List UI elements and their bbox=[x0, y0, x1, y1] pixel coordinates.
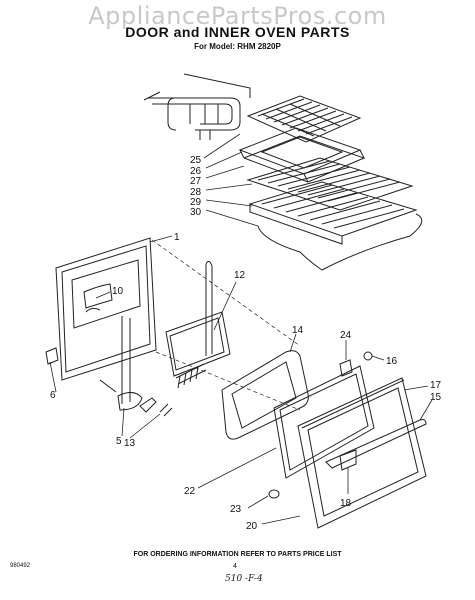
label-part-16: 16 bbox=[386, 356, 398, 367]
alignment-line-top bbox=[151, 239, 301, 347]
inner-door-panel bbox=[55, 237, 157, 381]
bracket-left bbox=[45, 347, 59, 365]
page-number: 4 bbox=[233, 563, 237, 570]
leader-10 bbox=[95, 291, 111, 299]
handwritten-note: 510 -F-4 bbox=[225, 574, 263, 584]
clip-24 bbox=[339, 359, 353, 377]
leader-22 bbox=[197, 447, 277, 489]
door-spring bbox=[139, 363, 207, 417]
label-part-26: 26 bbox=[190, 166, 202, 177]
label-part-14: 14 bbox=[292, 325, 304, 336]
bumper-23 bbox=[268, 489, 280, 499]
leader-30 bbox=[205, 209, 259, 227]
leader-28 bbox=[205, 183, 253, 191]
broiler-pan bbox=[238, 127, 366, 183]
leader-12 bbox=[213, 281, 237, 331]
leader-6 bbox=[49, 361, 57, 393]
label-part-27: 27 bbox=[190, 176, 202, 187]
door-hinge-left bbox=[99, 316, 143, 411]
label-part-10: 10 bbox=[112, 286, 124, 297]
label-part-22: 22 bbox=[184, 486, 196, 497]
label-part-28: 28 bbox=[190, 187, 202, 198]
label-part-12: 12 bbox=[234, 270, 246, 281]
leader-20 bbox=[261, 515, 301, 525]
leader-13 bbox=[129, 413, 161, 439]
leader-1 bbox=[149, 235, 173, 243]
oven-rack-upper bbox=[246, 157, 414, 211]
watermark: AppliancePartsPros.com bbox=[88, 2, 387, 30]
outer-door bbox=[297, 377, 427, 529]
alignment-line-bottom bbox=[155, 351, 301, 411]
door-hinge-right bbox=[205, 260, 213, 356]
ordering-note: FOR ORDERING INFORMATION REFER TO PARTS … bbox=[133, 551, 342, 558]
leader-26 bbox=[205, 151, 243, 169]
broiler-grid bbox=[246, 95, 362, 143]
diagram-title: DOOR and INNER OVEN PARTS bbox=[125, 24, 350, 40]
leader-17 bbox=[403, 385, 429, 391]
handle-bracket bbox=[339, 449, 357, 471]
label-part-1: 1 bbox=[174, 232, 180, 243]
door-liner bbox=[273, 365, 375, 479]
label-part-13: 13 bbox=[124, 438, 136, 449]
label-part-18: 18 bbox=[340, 498, 352, 509]
leader-27 bbox=[205, 165, 245, 179]
broil-element bbox=[143, 73, 251, 140]
label-part-25: 25 bbox=[190, 155, 202, 166]
leader-5 bbox=[121, 407, 125, 437]
leader-16 bbox=[371, 355, 385, 361]
oven-rack-lower bbox=[248, 181, 418, 245]
model-subtitle: For Model: RHM 2820P bbox=[194, 42, 281, 51]
label-part-17: 17 bbox=[430, 380, 442, 391]
label-part-5: 5 bbox=[116, 436, 122, 447]
label-part-20: 20 bbox=[246, 521, 258, 532]
window-glass-large bbox=[221, 350, 309, 440]
leader-25 bbox=[203, 133, 241, 159]
leader-29 bbox=[205, 199, 253, 207]
label-part-23: 23 bbox=[230, 504, 242, 515]
leader-15 bbox=[419, 399, 433, 421]
document-code: 980492 bbox=[10, 563, 31, 569]
bumper-16 bbox=[363, 351, 373, 361]
window-glass-small bbox=[165, 311, 231, 377]
label-part-6: 6 bbox=[50, 390, 56, 401]
label-part-29: 29 bbox=[190, 197, 202, 208]
oven-bottom-wire bbox=[257, 213, 423, 271]
leader-14 bbox=[289, 333, 297, 353]
label-part-15: 15 bbox=[430, 392, 442, 403]
label-part-30: 30 bbox=[190, 207, 202, 218]
label-part-24: 24 bbox=[340, 330, 352, 341]
leader-23 bbox=[247, 495, 269, 509]
